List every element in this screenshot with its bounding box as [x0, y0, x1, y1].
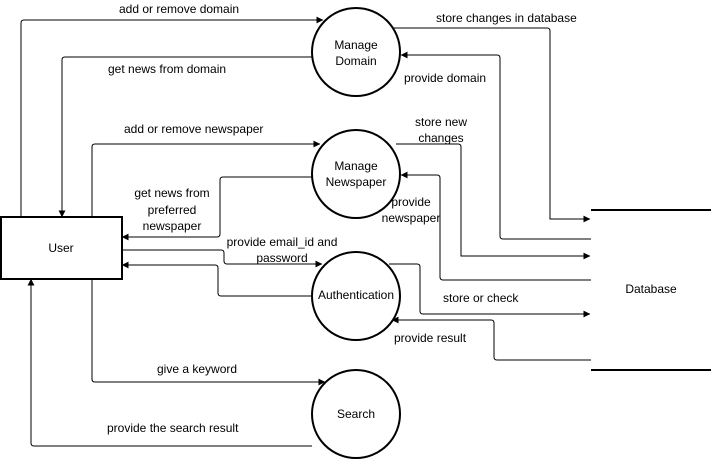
edge-label-provide-email-password-line1: provide email_id and	[227, 235, 338, 249]
edge-label-provide-search-result: provide the search result	[107, 421, 239, 435]
edge-provide-result	[391, 316, 591, 361]
edge-add-remove-domain	[20, 16, 324, 217]
search-label: Search	[337, 407, 375, 421]
manage-newspaper-process	[311, 129, 401, 219]
edge-label-store-new-changes-line1: store new	[415, 115, 467, 129]
edge-store-or-check	[389, 263, 591, 318]
edge-label-provide-email-password-line2: password	[256, 251, 307, 265]
edge-label-get-news-preferred-line1: get news from	[134, 186, 209, 200]
edge-label-get-news-preferred-line3: newspaper	[143, 219, 202, 233]
edge-store-changes-db	[393, 27, 591, 223]
edge-store-new-changes	[396, 143, 591, 260]
edge-get-news-domain	[58, 56, 312, 218]
edge-add-remove-newspaper	[91, 140, 321, 217]
edge-label-provide-newspaper-line2: newspaper	[382, 211, 441, 225]
database-label: Database	[625, 282, 677, 296]
authentication-label: Authentication	[318, 288, 394, 302]
edge-label-add-remove-domain: add or remove domain	[119, 2, 239, 16]
edge-provide-email-password	[122, 249, 323, 268]
edge-give-keyword	[91, 279, 326, 386]
edge-label-add-remove-newspaper: add or remove newspaper	[124, 122, 263, 136]
edge-authentication-return	[121, 261, 312, 297]
search-process	[311, 369, 401, 459]
manage-newspaper-label-line2: Newspaper	[326, 175, 387, 189]
manage-domain-label-line1: Manage	[334, 38, 378, 52]
edge-provide-domain	[400, 51, 591, 240]
edge-get-news-preferred	[121, 176, 312, 241]
manage-domain-label-line2: Domain	[335, 54, 376, 68]
user-label: User	[48, 241, 73, 255]
edge-label-store-or-check: store or check	[443, 291, 519, 305]
manage-newspaper-label-line1: Manage	[334, 159, 378, 173]
manage-domain-process	[311, 7, 401, 97]
edge-label-provide-result: provide result	[394, 331, 467, 345]
edge-label-store-changes-db: store changes in database	[436, 11, 577, 25]
edge-provide-search-result	[27, 278, 312, 447]
edge-label-give-keyword: give a keyword	[157, 362, 237, 376]
edge-label-store-new-changes-line2: changes	[418, 131, 463, 145]
edge-label-provide-domain: provide domain	[404, 71, 486, 85]
edge-label-provide-newspaper-line1: provide	[391, 195, 431, 209]
edge-label-get-news-domain: get news from domain	[108, 62, 226, 76]
edge-provide-newspaper	[400, 171, 591, 281]
edge-label-get-news-preferred-line2: preferred	[148, 203, 197, 217]
user-entity	[0, 216, 123, 280]
